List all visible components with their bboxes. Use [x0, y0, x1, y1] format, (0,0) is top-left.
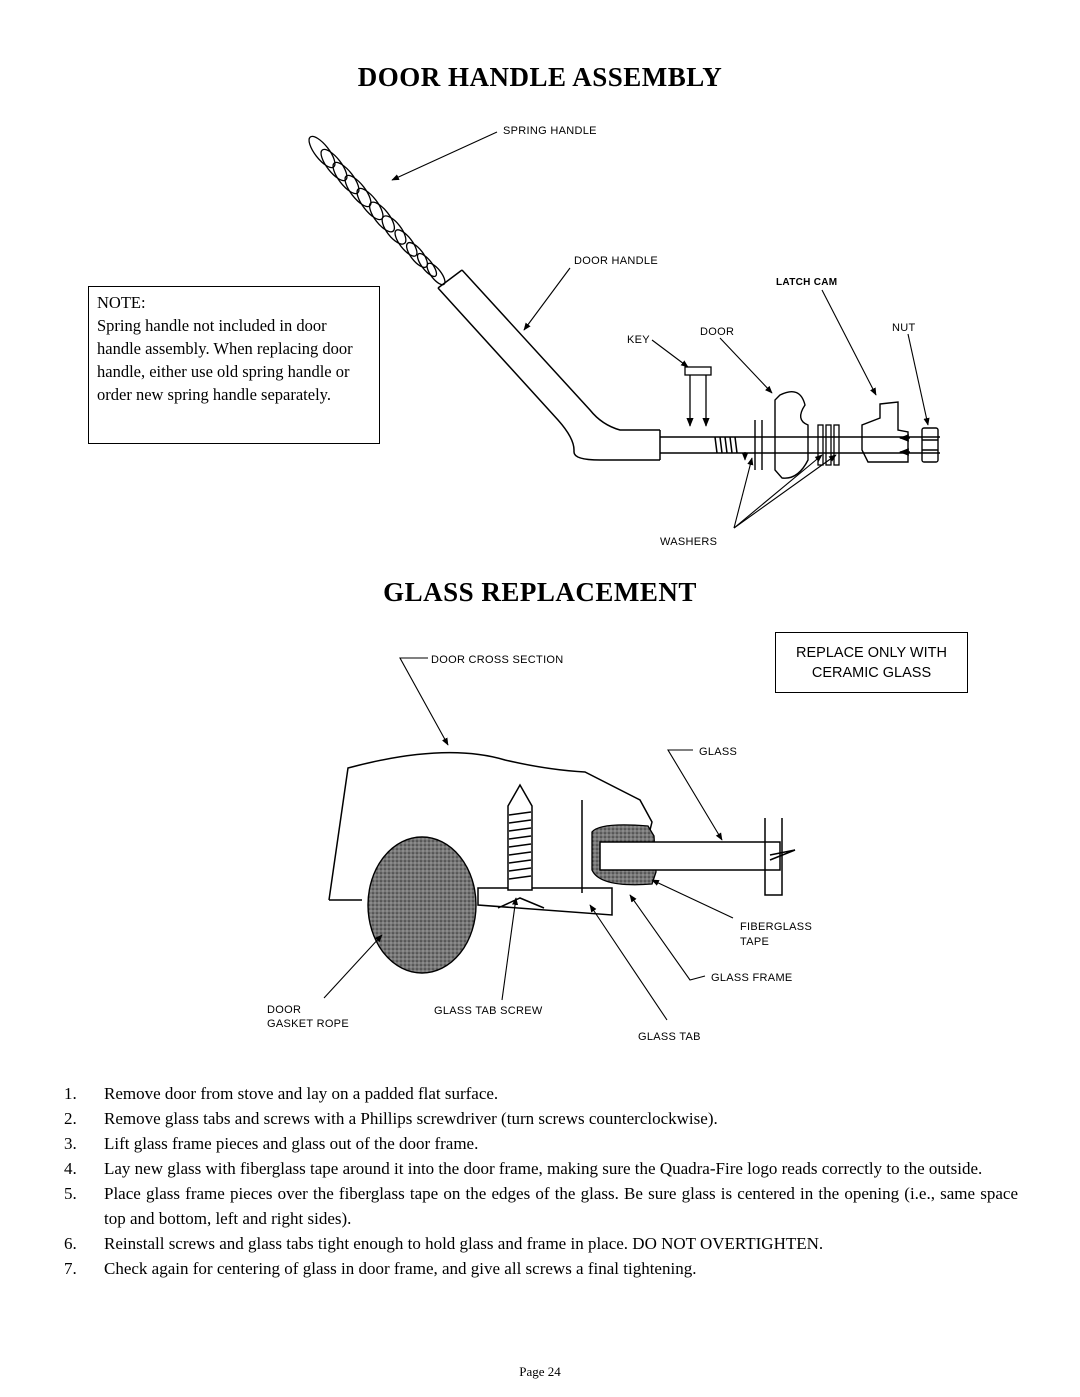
step-item: 1.Remove door from stove and lay on a pa… — [64, 1084, 499, 1103]
label-spring-handle: SPRING HANDLE — [503, 125, 597, 137]
door-cross-section-drawing — [328, 751, 653, 916]
label-latch-cam: LATCH CAM — [776, 277, 838, 288]
note-text: Spring handle not included in door handl… — [97, 316, 353, 404]
label-glass-tab: GLASS TAB — [638, 1031, 701, 1043]
washers-drawing — [817, 424, 840, 466]
step-item: 2.Remove glass tabs and screws with a Ph… — [64, 1109, 718, 1128]
label-door-cross-section: DOOR CROSS SECTION — [431, 654, 564, 666]
door-plate-drawing — [754, 391, 809, 479]
label-key: KEY — [627, 334, 650, 346]
label-door: DOOR — [700, 326, 735, 338]
label-door-handle: DOOR HANDLE — [574, 255, 658, 267]
key-drawing — [684, 366, 712, 427]
latch-cam-drawing — [861, 401, 909, 463]
note-heading: NOTE: — [97, 293, 146, 312]
label-glass-tab-screw: GLASS TAB SCREW — [434, 1005, 543, 1017]
page-number: Page 24 — [519, 1364, 561, 1379]
door-handle-rod — [437, 269, 940, 461]
instruction-steps: 1.Remove door from stove and lay on a pa… — [0, 1081, 1080, 1281]
step-item: 5.Place glass frame pieces over the fibe… — [64, 1184, 1018, 1228]
door-handle-assembly-title: DOOR HANDLE ASSEMBLY — [357, 62, 723, 92]
glass-replacement-leaders — [323, 657, 734, 1021]
step-item: 7.Check again for centering of glass in … — [64, 1259, 697, 1278]
spring-handle-drawing — [308, 135, 446, 286]
door-handle-leaders — [391, 131, 930, 529]
glass-replacement-title: GLASS REPLACEMENT — [383, 577, 697, 607]
ceramic-glass-callout: REPLACE ONLY WITH CERAMIC GLASS — [775, 632, 968, 693]
step-item: 4.Lay new glass with fiberglass tape aro… — [64, 1159, 983, 1178]
glass-pane-drawing — [599, 818, 796, 896]
label-glass-frame: GLASS FRAME — [711, 972, 793, 984]
step-item: 6.Reinstall screws and glass tabs tight … — [64, 1234, 824, 1253]
label-door-gasket-1: DOOR — [267, 1004, 302, 1016]
step-item: 3.Lift glass frame pieces and glass out … — [64, 1134, 479, 1153]
label-glass: GLASS — [699, 746, 738, 758]
gasket-rope-drawing — [367, 836, 477, 974]
label-washers: WASHERS — [660, 536, 718, 548]
note-box: NOTE: Spring handle not included in door… — [88, 286, 380, 444]
label-nut: NUT — [892, 322, 916, 334]
label-door-gasket-2: GASKET ROPE — [267, 1018, 349, 1030]
label-fiberglass: FIBERGLASS — [740, 921, 813, 933]
label-tape: TAPE — [740, 936, 770, 948]
nut-drawing — [899, 427, 939, 463]
